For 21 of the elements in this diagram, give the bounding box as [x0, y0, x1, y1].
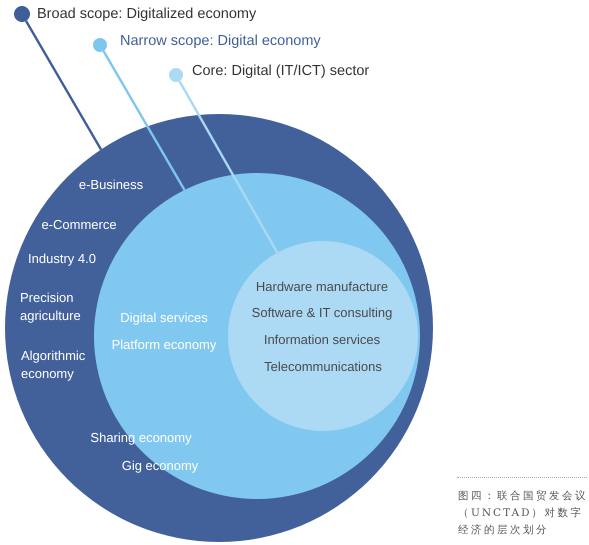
figure-caption: 图四：联合国贸发会议（UNCTAD）对数字经济的层次划分 — [458, 489, 589, 538]
category-label: Telecommunications — [264, 359, 382, 375]
category-label: Precision agriculture — [20, 289, 82, 325]
leader-line — [102, 50, 186, 191]
category-label: Digital services — [120, 310, 208, 326]
category-label: Platform economy — [112, 337, 216, 353]
category-label: e-Commerce — [41, 217, 117, 233]
category-label: Algorithmic economy — [21, 347, 86, 383]
inner-circle — [228, 241, 418, 431]
category-label: e-Business — [78, 177, 144, 193]
leader-line — [24, 20, 102, 150]
category-label: Hardware manufacture — [256, 279, 388, 295]
category-label: Software & IT consulting — [252, 305, 392, 321]
category-label: Information services — [264, 332, 380, 348]
leader-line — [178, 80, 278, 254]
category-label: Sharing economy — [90, 430, 192, 446]
scope-label: Core: Digital (IT/ICT) sector — [192, 62, 370, 80]
scope-label: Broad scope: Digitalized economy — [37, 5, 256, 23]
outer-circle — [5, 114, 433, 542]
category-label: Industry 4.0 — [28, 251, 96, 267]
scope-label: Narrow scope: Digital economy — [120, 32, 321, 50]
